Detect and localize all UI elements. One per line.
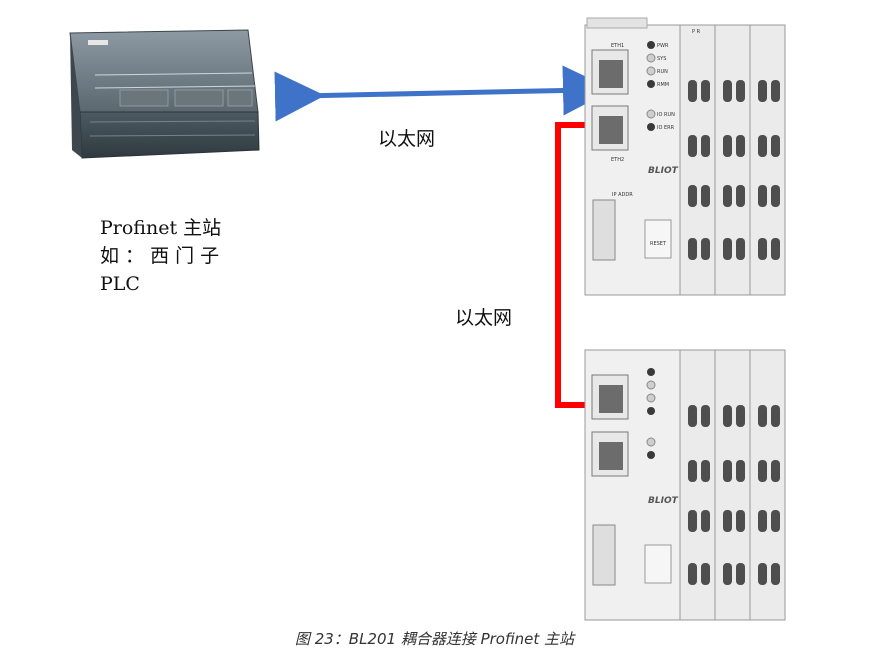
bl201-coupler-bottom <box>584 349 786 621</box>
plc-master-label: Profinet 主站 如 ： 西 门 子 PLC <box>100 214 221 298</box>
pwr-led-label: PWR <box>657 43 669 49</box>
ethernet-label-top: 以太网 <box>378 128 436 150</box>
eth1-port-label: ETH1 <box>611 43 624 49</box>
ethernet-label-middle: 以太网 <box>455 307 513 329</box>
reset-label: RESET <box>650 241 667 247</box>
eth2-port-label: ETH2 <box>611 157 624 163</box>
plc-label-line3: PLC <box>100 273 140 295</box>
pr-label: P R <box>692 29 701 35</box>
ip-addr-label: IP ADDR <box>612 192 633 198</box>
plc-label-line1: Profinet 主站 <box>100 217 222 239</box>
rmm-led-label: RMM <box>657 82 669 88</box>
run-led-label: RUN <box>657 69 668 75</box>
siemens-plc-device <box>69 29 260 159</box>
bliot-brand-logo: BLIOT <box>648 166 679 176</box>
plc-label-line2: 如 ： 西 门 子 <box>100 245 220 267</box>
ioerr-led-label: IO ERR <box>657 125 675 131</box>
ethernet-link-arrow-blue <box>274 65 613 122</box>
sys-led-label: SYS <box>657 56 666 62</box>
bliot-brand-logo: BLIOT <box>648 496 679 506</box>
figure-caption: 图 23：BL201 耦合器连接 Profinet 主站 <box>294 630 575 648</box>
iorun-led-label: IO RUN <box>657 112 675 118</box>
bl201-coupler-top <box>584 17 786 296</box>
